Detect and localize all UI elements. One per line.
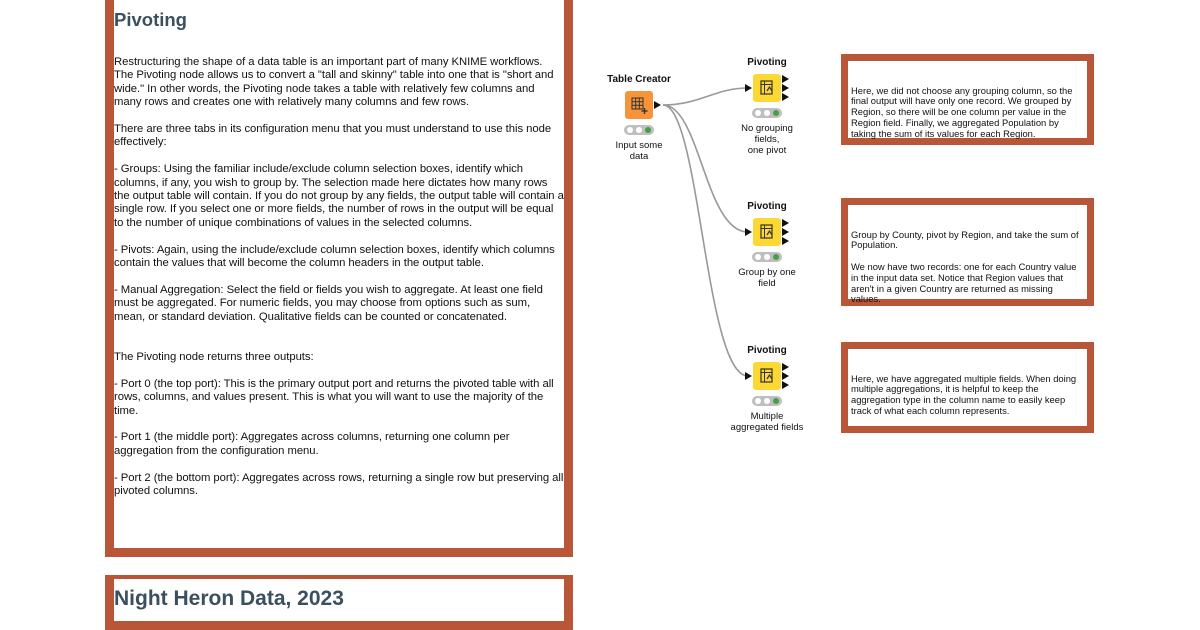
status-light-yellow — [764, 398, 770, 404]
note-annotation-1[interactable]: Here, we did not choose any grouping col… — [841, 54, 1094, 145]
node-annotation-label[interactable]: No grouping fields, one pivot — [741, 123, 793, 156]
status-traffic-light — [752, 108, 782, 118]
note-text: Here, we have aggregated multiple fields… — [851, 372, 1079, 416]
input-port[interactable] — [745, 84, 752, 92]
annotation-body: Restructuring the shape of a data table … — [114, 56, 564, 497]
status-traffic-light — [624, 125, 654, 135]
output-port-1[interactable] — [782, 84, 789, 92]
status-light-red — [627, 127, 633, 133]
output-port-1[interactable] — [782, 372, 789, 380]
status-light-red — [755, 398, 761, 404]
pivot-icon — [745, 74, 789, 102]
output-port-1[interactable] — [782, 228, 789, 236]
table-creator-node[interactable]: Table Creator Input some data — [579, 74, 699, 162]
output-port-2[interactable] — [782, 237, 789, 245]
table-grid-plus-icon — [625, 91, 661, 119]
output-port-0[interactable] — [782, 363, 789, 371]
footer-title: Night Heron Data, 2023 — [114, 587, 344, 610]
status-light-yellow — [764, 110, 770, 116]
output-port[interactable] — [654, 101, 661, 109]
pivoting-node-3[interactable]: Pivoting Multiple aggregated fields — [707, 345, 827, 433]
pivoting-description-annotation[interactable]: Pivoting Restructuring the shape of a da… — [105, 0, 573, 557]
input-port[interactable] — [745, 372, 752, 380]
input-port[interactable] — [745, 228, 752, 236]
status-light-yellow — [764, 254, 770, 260]
status-light-yellow — [636, 127, 642, 133]
node-annotation-label[interactable]: Input some data — [615, 140, 663, 162]
status-light-green — [645, 127, 651, 133]
node-name: Pivoting — [747, 201, 787, 212]
status-light-green — [773, 110, 779, 116]
footer-annotation[interactable]: Night Heron Data, 2023 — [105, 575, 573, 630]
annotation-title: Pivoting — [114, 9, 187, 30]
node-name: Table Creator — [607, 74, 671, 85]
output-port-2[interactable] — [782, 93, 789, 101]
note-annotation-2[interactable]: Group by County, pivot by Region, and ta… — [841, 198, 1094, 306]
pivot-icon — [745, 218, 789, 246]
node-annotation-label[interactable]: Multiple aggregated fields — [730, 411, 804, 433]
status-light-green — [773, 254, 779, 260]
status-traffic-light — [752, 252, 782, 262]
output-port-2[interactable] — [782, 381, 789, 389]
note-text: Here, we did not choose any grouping col… — [851, 84, 1076, 139]
output-port-0[interactable] — [782, 219, 789, 227]
status-light-red — [755, 110, 761, 116]
node-name: Pivoting — [747, 345, 787, 356]
output-port-0[interactable] — [782, 75, 789, 83]
pivot-icon — [745, 362, 789, 390]
node-annotation-label[interactable]: Group by one field — [738, 267, 796, 289]
status-light-green — [773, 398, 779, 404]
node-name: Pivoting — [747, 57, 787, 68]
pivoting-node-1[interactable]: Pivoting No grouping fields, one pivot — [707, 57, 827, 156]
status-traffic-light — [752, 396, 782, 406]
pivoting-node-2[interactable]: Pivoting Group by one field — [707, 201, 827, 289]
note-text: Group by County, pivot by Region, and ta… — [851, 228, 1079, 305]
note-annotation-3[interactable]: Here, we have aggregated multiple fields… — [841, 342, 1094, 433]
status-light-red — [755, 254, 761, 260]
